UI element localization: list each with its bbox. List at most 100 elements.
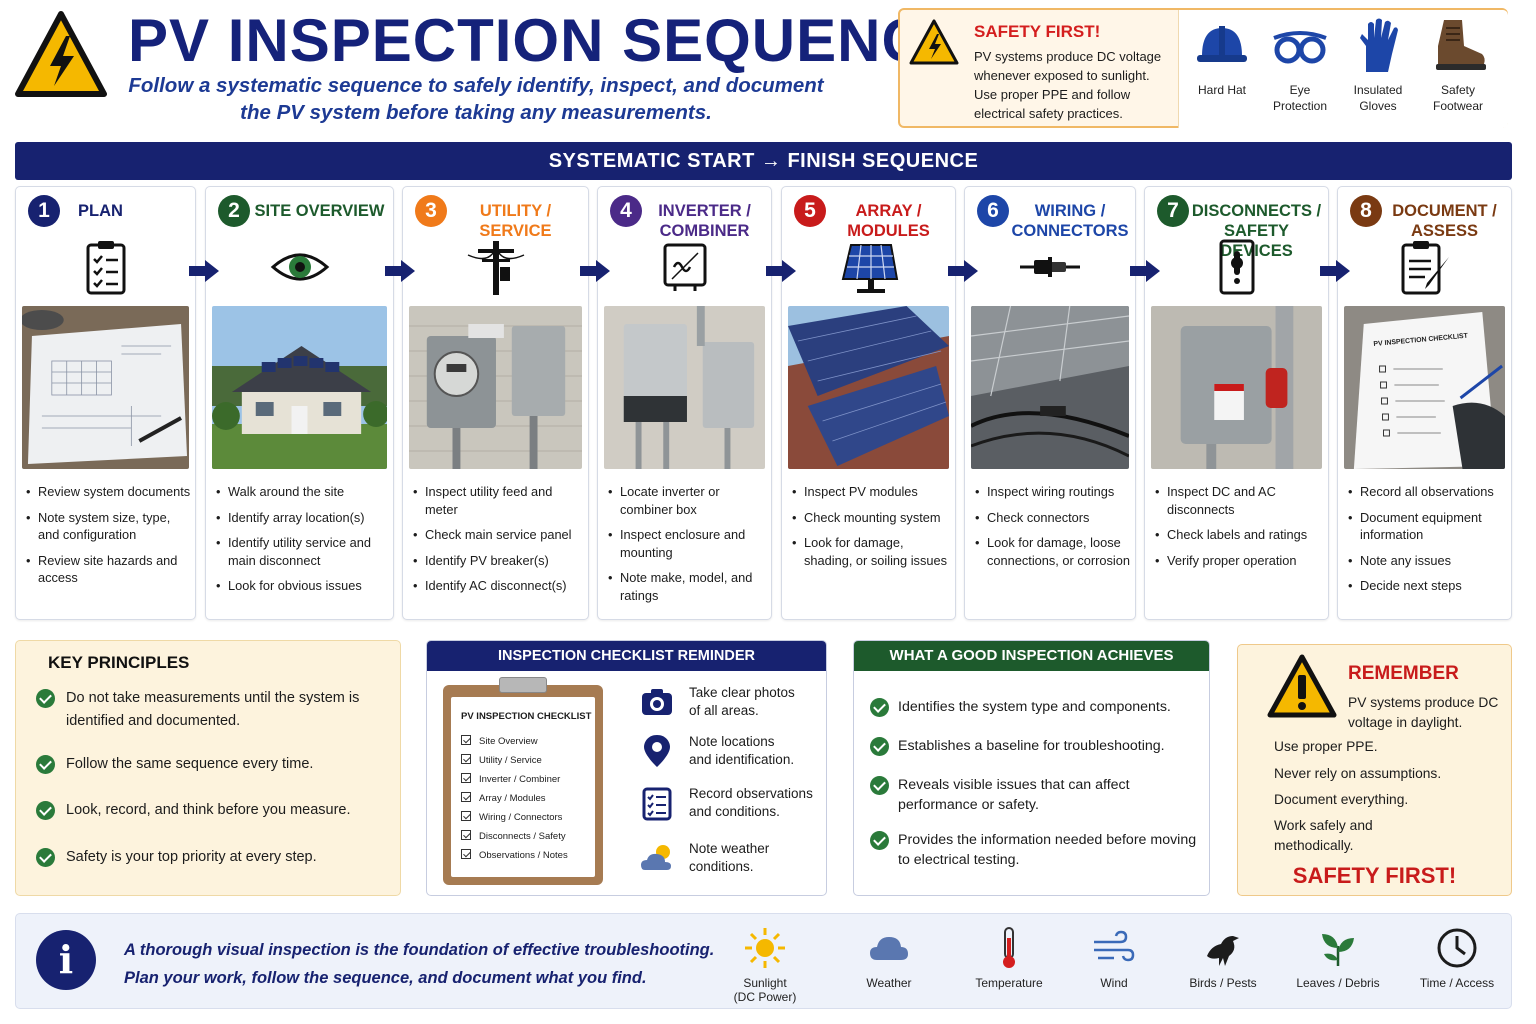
page-title: PV INSPECTION SEQUENCE: [128, 7, 967, 74]
factor-label: Temperature: [954, 976, 1064, 990]
check-icon: [36, 755, 55, 774]
reminder-line: Note locations: [689, 734, 775, 749]
step-card-wiring-connectors: 6 WIRING / CONNECTORS Inspect wiring rou…: [964, 186, 1136, 620]
step-bullets: Inspect DC and AC disconnects Check labe…: [1153, 483, 1324, 577]
footer-panel: i A thorough visual inspection is the fo…: [15, 913, 1512, 1009]
step-title-line: ASSESS: [1411, 222, 1478, 240]
factor-item: Time / Access: [1402, 926, 1512, 990]
step-title: WIRING / CONNECTORS: [1009, 201, 1131, 241]
reminder-line: Take clear photos: [689, 685, 795, 700]
step-bullet: Identify PV breaker(s): [411, 552, 584, 570]
achievement-text: Establishes a baseline for troubleshooti…: [898, 738, 1165, 754]
reminder-line: Record observations: [689, 786, 813, 801]
step-bullet: Identify array location(s): [214, 509, 389, 527]
principle-item: Follow the same sequence every time.: [36, 753, 386, 776]
disconnect-switch-icon: [1219, 239, 1254, 295]
step-title: PLAN: [78, 201, 191, 221]
page-subtitle: Follow a systematic sequence to safely i…: [126, 72, 826, 126]
step-bullet: Check connectors: [973, 509, 1131, 527]
step-bullet: Check main service panel: [411, 526, 584, 544]
clock-icon: [1437, 928, 1477, 968]
clipboard-item-label: Site Overview: [479, 736, 538, 747]
ppe-label: Gloves: [1359, 99, 1397, 113]
connector-icon: [1020, 257, 1080, 277]
remember-panel: REMEMBER PV systems produce DC voltage i…: [1237, 644, 1512, 896]
step-bullets: Inspect PV modules Check mounting system…: [790, 483, 951, 577]
reminder-line: Note weather: [689, 841, 770, 856]
document-assess-photo: PV INSPECTION CHECKLIST: [1344, 306, 1505, 469]
warning-icon: [909, 19, 959, 65]
step-bullet: Inspect DC and AC disconnects: [1153, 483, 1324, 518]
step-bullets: Review system documents Note system size…: [24, 483, 191, 595]
site-overview-photo: [212, 306, 387, 469]
ppe-item: Eye Protection: [1261, 16, 1339, 114]
step-card-array-modules: 5 ARRAY / MODULES Inspect PV modules Che…: [781, 186, 956, 620]
checkbox-icon: [461, 754, 471, 764]
step-bullet: Inspect PV modules: [790, 483, 951, 501]
clipboard-item-label: Wiring / Connectors: [479, 812, 563, 823]
ppe-label: Eye: [1289, 83, 1311, 97]
arrow-right-icon: [766, 260, 796, 282]
eye-protection-icon: [1273, 31, 1327, 64]
check-icon: [870, 831, 889, 850]
step-number: 2: [218, 195, 250, 227]
remember-line: Document everything.: [1274, 792, 1409, 807]
step-card-plan: 1 PLAN Review system documents Note syst…: [15, 186, 196, 620]
clipboard-item: Inverter / Combiner: [461, 773, 560, 785]
reminder-item: Note locations and identification.: [644, 733, 869, 769]
step-bullet: Decide next steps: [1346, 577, 1507, 595]
principle-text: Look, record, and think before you measu…: [66, 802, 351, 818]
step-bullet: Look for damage, loose connections, or c…: [973, 534, 1131, 569]
achievement-text: Reveals visible issues that can affect p…: [898, 777, 1130, 813]
check-icon: [36, 848, 55, 867]
arrow-right-icon: [385, 260, 415, 282]
step-title-line: SITE OVERVIEW: [254, 202, 385, 220]
footer-line: A thorough visual inspection is the foun…: [124, 941, 715, 959]
step-bullet: Identify utility service and main discon…: [214, 534, 389, 569]
principle-item: Do not take measurements until the syste…: [36, 687, 386, 733]
step-number: 7: [1157, 195, 1189, 227]
step-title: DISCONNECTS / SAFETY DEVICES: [1189, 201, 1324, 261]
wind-icon: [1094, 930, 1135, 962]
arrow-right-icon: [189, 260, 219, 282]
step-card-inverter-combiner: 4 INVERTER / COMBINER Locate inverter or…: [597, 186, 772, 620]
clipboard-item: Site Overview: [461, 735, 538, 747]
remember-line: Never rely on assumptions.: [1274, 766, 1442, 781]
factor-item: Weather: [834, 926, 944, 990]
step-bullets: Record all observations Document equipme…: [1346, 483, 1507, 603]
step-card-document-assess: 8 DOCUMENT / ASSESS PV INSPECTION CHECKL…: [1337, 186, 1512, 620]
step-bullets: Inspect wiring routings Check connectors…: [973, 483, 1131, 577]
step-title-line: DOCUMENT /: [1392, 202, 1497, 220]
reminder-line: and conditions.: [689, 804, 780, 819]
sequence-banner: SYSTEMATIC START → FINISH SEQUENCE: [15, 142, 1512, 180]
arrow-right-icon: [948, 260, 978, 282]
eye-icon: [270, 253, 329, 281]
safety-line: Use proper PPE and follow: [974, 87, 1131, 102]
safety-line: electrical safety practices.: [974, 106, 1123, 121]
check-icon: [870, 737, 889, 756]
array-modules-photo: [788, 306, 949, 469]
footer-text: A thorough visual inspection is the foun…: [124, 936, 714, 992]
cloud-icon: [870, 937, 908, 960]
remember-title: REMEMBER: [1348, 663, 1459, 684]
check-icon: [870, 698, 889, 717]
factor-label-line: Sunlight: [743, 976, 787, 990]
factor-label-line: Weather: [866, 976, 912, 990]
checkbox-icon: [461, 735, 471, 745]
step-title-line: COMBINER: [659, 222, 750, 240]
weather-icon: [641, 845, 671, 870]
factor-label: Wind: [1059, 976, 1169, 990]
achievement-item: Reveals visible issues that can affect p…: [870, 775, 1200, 815]
clipboard-item-label: Observations / Notes: [479, 850, 568, 861]
solar-panel-icon: [841, 244, 898, 293]
step-bullet: Inspect utility feed and meter: [411, 483, 584, 518]
step-bullets: Inspect utility feed and meter Check mai…: [411, 483, 584, 603]
step-title-line: SAFETY DEVICES: [1220, 222, 1293, 260]
step-title-line: CONNECTORS: [1011, 222, 1129, 240]
ppe-item: Safety Footwear: [1419, 16, 1497, 114]
factor-item: Leaves / Debris: [1283, 926, 1393, 990]
step-number: 3: [415, 195, 447, 227]
key-principles-title: KEY PRINCIPLES: [48, 653, 190, 672]
safety-line: whenever exposed to sunlight.: [974, 68, 1150, 83]
step-title-line: SERVICE: [479, 222, 552, 240]
